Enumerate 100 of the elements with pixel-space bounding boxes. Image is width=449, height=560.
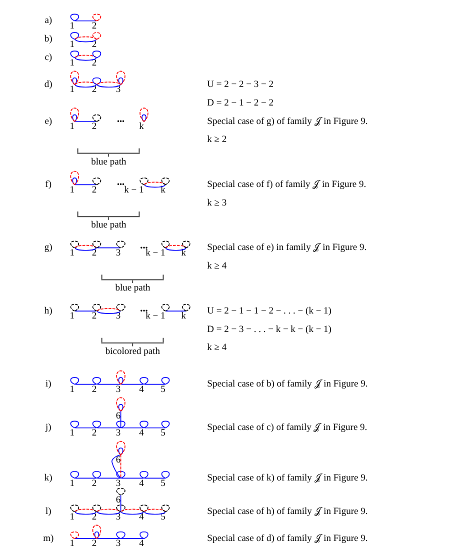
connector <box>72 178 78 186</box>
node-label: 4 <box>139 428 144 438</box>
label: Special case of d) of family 𝒥 in Figure 9. <box>207 534 368 544</box>
connector <box>74 39 97 42</box>
node-label: 6 <box>116 455 121 466</box>
connector <box>140 420 148 428</box>
connector <box>144 184 166 188</box>
connector <box>161 504 170 512</box>
node-label: 4 <box>139 478 144 489</box>
connector <box>144 511 166 515</box>
label: Special case of e) in family 𝒥 in Figure 9. <box>207 243 367 254</box>
connector <box>140 531 148 539</box>
connector <box>92 50 102 58</box>
connector <box>161 471 170 479</box>
connector <box>161 178 170 186</box>
connector <box>92 420 102 428</box>
connector <box>70 32 80 40</box>
connector <box>92 504 102 512</box>
node-label: 3 <box>116 539 121 550</box>
label: f) <box>45 180 52 190</box>
label: g) <box>44 243 52 254</box>
connector <box>70 170 80 186</box>
connector <box>72 77 78 86</box>
node-label: 1 <box>70 428 75 438</box>
label: Special case of b) of family 𝒥 in Figure 9. <box>207 380 368 390</box>
label: U = 2 − 2 − 3 − 2 <box>207 80 274 90</box>
connector <box>92 14 102 22</box>
label: l) <box>45 507 52 518</box>
node-label: k <box>160 185 166 196</box>
connector <box>70 108 80 122</box>
label: D = 2 − 1 − 2 − 2 <box>207 98 274 108</box>
node-label: 4 <box>139 384 144 395</box>
connector <box>74 54 97 58</box>
connector <box>96 478 121 479</box>
node-label: 4 <box>139 539 144 550</box>
node-label: 2 <box>92 185 97 196</box>
connector <box>120 508 144 512</box>
connector <box>92 77 102 86</box>
connector <box>96 427 121 428</box>
label: j) <box>45 423 52 434</box>
connector <box>118 448 124 456</box>
label: e) <box>44 116 52 127</box>
connector <box>116 240 126 248</box>
connector <box>121 538 144 539</box>
node-label: 2 <box>92 21 97 32</box>
node-label: 2 <box>92 428 97 438</box>
label: Special case of h) of family 𝒥 in Figure 9. <box>207 507 368 518</box>
node-label: 2 <box>92 478 97 489</box>
connector <box>165 248 186 251</box>
node-label: 1 <box>70 85 75 96</box>
connector <box>74 184 97 186</box>
connector <box>140 178 148 186</box>
node-label: 2 <box>92 122 97 132</box>
connector <box>121 427 144 428</box>
node-label: 1 <box>70 312 75 322</box>
connector <box>94 531 100 539</box>
connector <box>74 57 97 61</box>
connector <box>70 504 80 512</box>
connector <box>140 377 148 385</box>
connector <box>92 524 102 539</box>
connector <box>96 82 121 85</box>
node-label: 6 <box>116 412 121 422</box>
node-label: k − 1 <box>146 312 166 322</box>
node-label: 4 <box>139 512 144 522</box>
node-label: 5 <box>160 478 166 489</box>
label: blue path <box>91 157 126 168</box>
label: k) <box>44 473 52 484</box>
connector <box>74 121 97 122</box>
connector <box>96 384 121 385</box>
connector <box>96 310 121 314</box>
connector <box>74 20 97 22</box>
connector <box>96 308 121 312</box>
node-label: 2 <box>92 40 97 50</box>
node-label: 2 <box>92 58 97 68</box>
label: m) <box>43 534 54 544</box>
connector <box>144 182 166 185</box>
label: i) <box>45 380 52 390</box>
connector <box>165 244 186 248</box>
connector <box>70 471 80 479</box>
node-label: k <box>139 122 144 132</box>
label: a) <box>44 16 52 26</box>
connector <box>96 84 121 88</box>
connector <box>74 248 97 251</box>
connector <box>70 377 80 385</box>
connector <box>165 310 186 312</box>
node-label: 1 <box>70 539 75 550</box>
connector <box>74 384 97 385</box>
node-label: 3 <box>116 312 121 322</box>
connector <box>74 310 97 312</box>
connector <box>92 178 102 186</box>
connector <box>116 70 126 86</box>
connector <box>144 508 166 512</box>
node-label: 1 <box>70 185 75 196</box>
connector <box>140 471 148 479</box>
label: bicolored path <box>105 346 160 357</box>
connector <box>121 478 144 479</box>
label: k ≥ 2 <box>207 135 227 146</box>
node-label: k <box>181 248 186 258</box>
connector <box>74 508 97 512</box>
node-label: 3 <box>116 428 121 438</box>
